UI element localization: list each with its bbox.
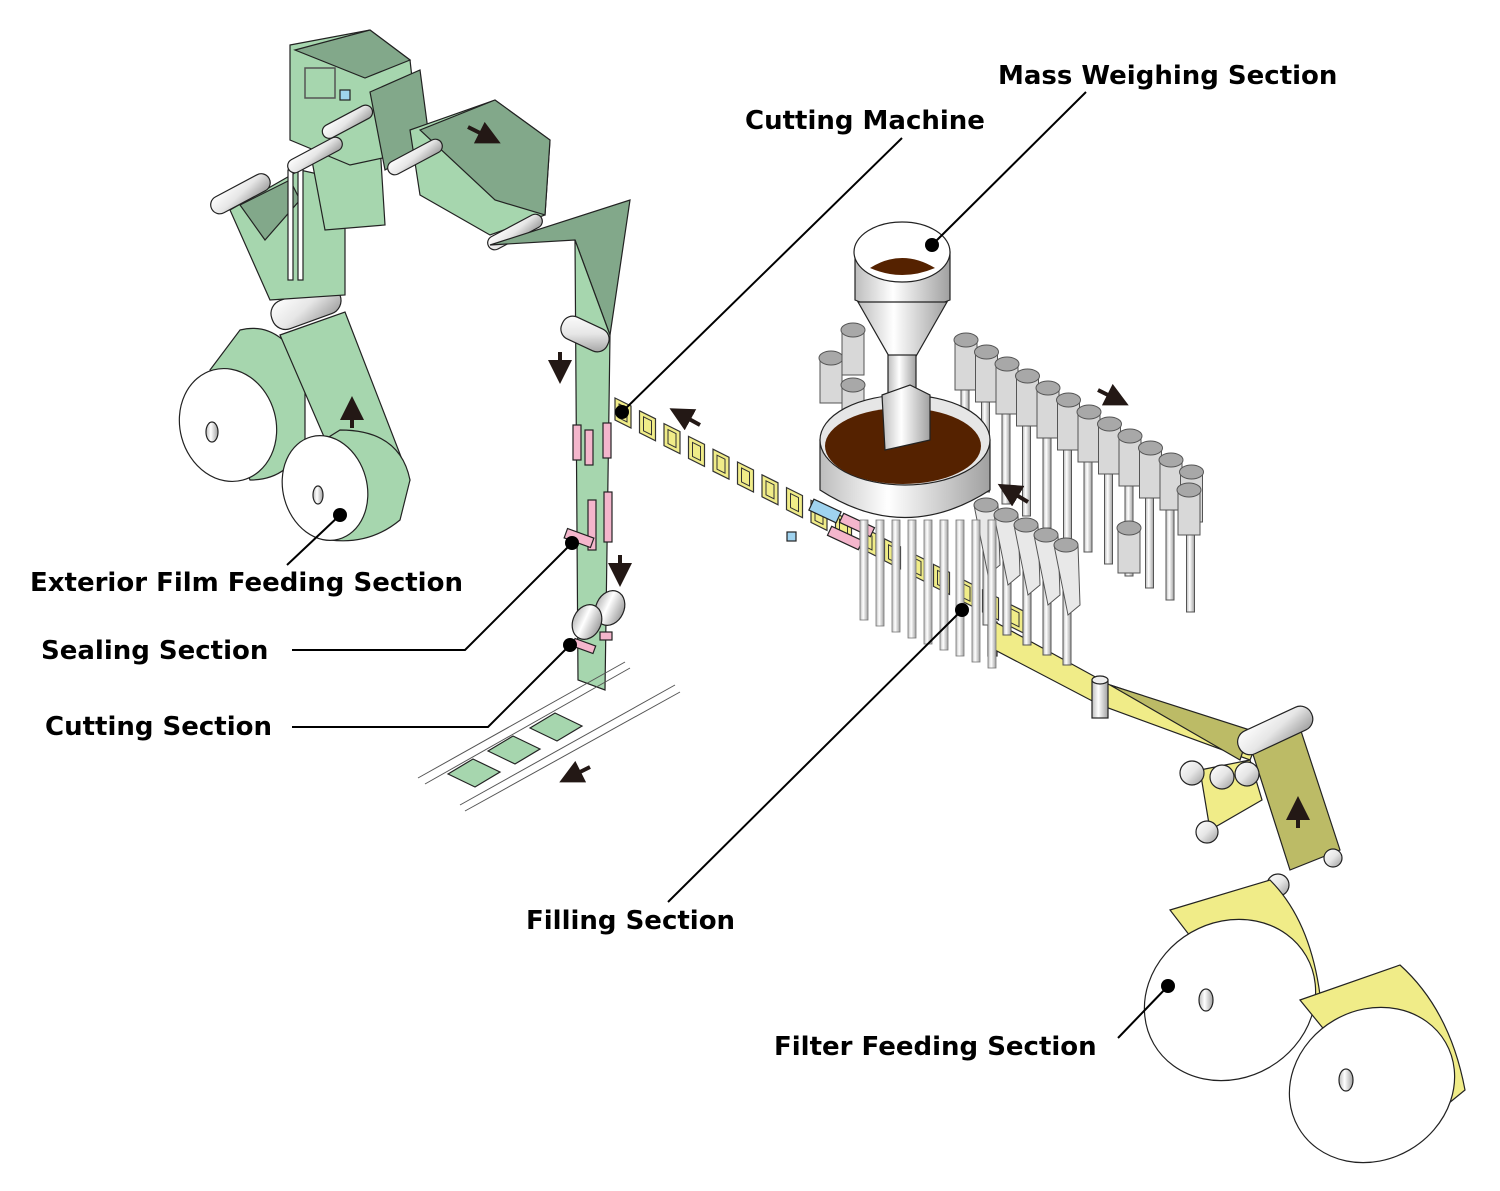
weigh-bucket (1056, 392, 1081, 541)
label-mass-weighing: Mass Weighing Section (925, 61, 1337, 252)
filling-nozzle (955, 519, 965, 657)
weigh-bucket (1015, 368, 1040, 517)
filter-roll-back (1288, 1006, 1456, 1164)
weigh-bucket (1035, 380, 1061, 529)
weigh-bucket (1116, 520, 1142, 574)
weigh-bucket (818, 350, 844, 404)
weigh-bucket (1138, 440, 1163, 589)
discharge-chute (993, 507, 1021, 636)
filling-nozzle (875, 519, 885, 627)
bag-pocket (663, 422, 681, 455)
bag-pocket (761, 473, 779, 506)
output-conveyor-arrow (559, 760, 591, 783)
weigher-arrow-back (1097, 383, 1129, 406)
filling-nozzle (939, 519, 949, 651)
upper-guide-arrow (467, 121, 501, 144)
bag-line-arrow (669, 408, 701, 431)
filling-nozzle (987, 519, 997, 669)
filter-roll-front (1143, 918, 1317, 1082)
hopper-and-bowl (819, 221, 991, 519)
weigh-bucket (1158, 452, 1184, 601)
cutting-discs (571, 590, 626, 655)
bag-pocket (712, 448, 730, 481)
filter-feeding-section (1091, 675, 1466, 1164)
label-filling-text: Filling Section (526, 906, 735, 936)
label-filter-feeding: Filter Feeding Section (774, 979, 1175, 1062)
bag-pocket (638, 409, 657, 442)
discharge-chute (1013, 517, 1041, 646)
mass-weighing-section (818, 322, 1204, 613)
label-cutting-machine: Cutting Machine (615, 106, 985, 419)
exterior-film-roll-back (178, 327, 306, 483)
weigh-bucket (1176, 482, 1202, 536)
weigh-bucket (994, 356, 1020, 505)
label-exterior-film-feeding: Exterior Film Feeding Section (30, 508, 463, 598)
bag-pocket (736, 461, 755, 493)
bag-pocket (687, 435, 706, 468)
output-conveyor (417, 661, 681, 812)
label-filling: Filling Section (526, 603, 969, 936)
filling-nozzle (923, 519, 933, 645)
weigher-front-buckets (859, 497, 1081, 669)
label-sealing: Sealing Section (41, 536, 579, 666)
label-sealing-text: Sealing Section (41, 636, 268, 666)
label-filter-feeding-text: Filter Feeding Section (774, 1032, 1097, 1062)
weigh-bucket (1097, 416, 1122, 565)
label-cutting-machine-text: Cutting Machine (745, 106, 985, 136)
label-mass-weighing-text: Mass Weighing Section (998, 61, 1337, 91)
filling-nozzle (859, 519, 869, 621)
weigh-bucket (840, 322, 866, 376)
exterior-film-feeding-section (178, 29, 681, 812)
filling-nozzle (907, 519, 917, 639)
discharge-chute (1053, 537, 1081, 666)
filling-nozzle (891, 519, 901, 633)
sealing-bars (563, 422, 613, 551)
label-cutting-text: Cutting Section (45, 712, 272, 742)
sensor-block (339, 89, 351, 101)
discharge-chute (1033, 527, 1061, 656)
label-exterior-film-feeding-text: Exterior Film Feeding Section (30, 568, 463, 598)
bag-pocket (785, 486, 804, 519)
label-cutting: Cutting Section (45, 638, 577, 742)
weigher-arrow-front (997, 483, 1030, 507)
filling-nozzle (971, 519, 981, 663)
weigh-bucket (1076, 404, 1102, 553)
